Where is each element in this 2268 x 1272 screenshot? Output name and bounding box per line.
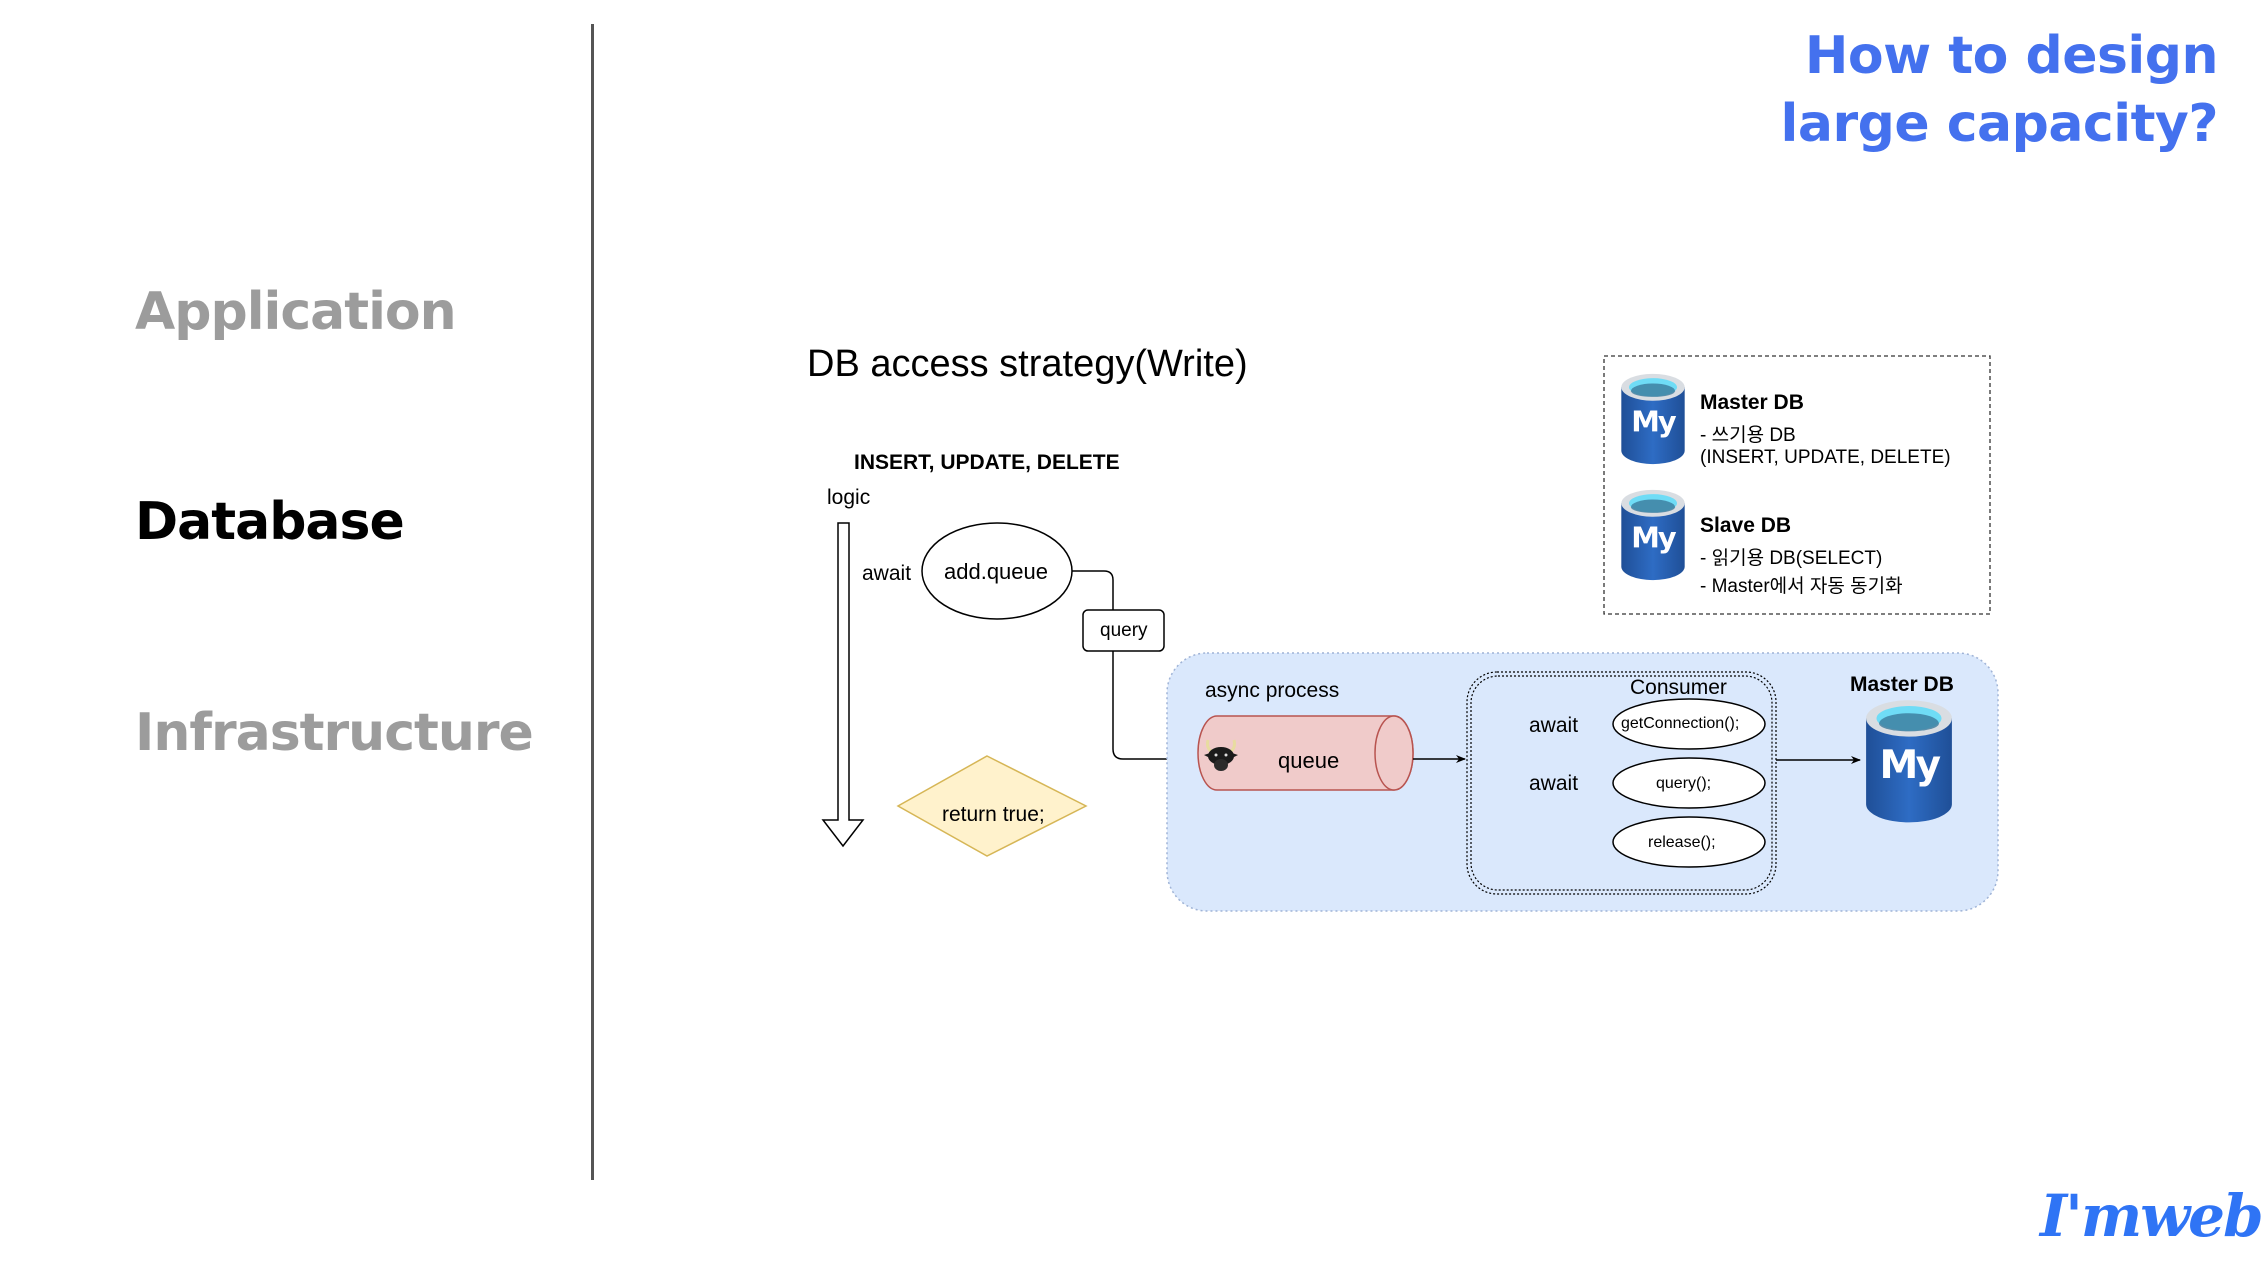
return-label: return true; xyxy=(942,803,1045,826)
mysql-icon xyxy=(1621,373,1685,465)
slide-title-line-2: large capacity? xyxy=(1780,94,2219,154)
logic-label: logic xyxy=(827,486,871,509)
mysql-icon xyxy=(1621,489,1685,581)
legend-box xyxy=(1603,355,1991,615)
query-connector xyxy=(1072,570,1198,763)
mysql-icon xyxy=(1866,700,1952,823)
slide-title: How to design large capacity? xyxy=(1780,22,2219,158)
target-db-label: Master DB xyxy=(1850,673,1954,696)
vertical-divider xyxy=(591,24,594,1180)
slide-title-line-1: How to design xyxy=(1804,26,2219,86)
get-connection-node xyxy=(1612,698,1766,750)
release-node xyxy=(1612,816,1766,868)
query-edge-label: query xyxy=(1100,620,1148,641)
query-edge-label-box xyxy=(1082,609,1165,652)
legend-slave-line-2: - Master에서 자동 동기화 xyxy=(1700,576,1903,597)
legend-slave-line-1: - 읽기용 DB(SELECT) xyxy=(1700,548,1883,569)
logic-flow-arrow xyxy=(821,522,865,848)
sidebar-item-infrastructure[interactable]: Infrastructure xyxy=(135,703,534,763)
operations-label: INSERT, UPDATE, DELETE xyxy=(854,451,1120,474)
legend-slave-title: Slave DB xyxy=(1700,514,1792,537)
release-label: release(); xyxy=(1648,834,1716,851)
consumer-await-1: await xyxy=(1529,714,1579,737)
add-queue-label: add.queue xyxy=(944,559,1048,584)
query-call-label: query(); xyxy=(1656,775,1712,792)
diagram-title: DB access strategy(Write) xyxy=(807,343,1248,385)
consumer-container xyxy=(1466,671,1777,895)
imweb-logo: I'mweb xyxy=(2040,1182,2264,1250)
return-node xyxy=(896,755,1088,857)
legend-master-line-1: - 쓰기용 DB xyxy=(1700,425,1796,446)
get-connection-label: getConnection(); xyxy=(1621,715,1740,732)
legend-master-title: Master DB xyxy=(1700,391,1804,414)
query-call-node xyxy=(1612,757,1766,809)
legend-master-line-2: (INSERT, UPDATE, DELETE) xyxy=(1700,447,1951,468)
queue-label: queue xyxy=(1278,748,1340,773)
async-process-label: async process xyxy=(1205,679,1340,702)
sidebar-item-application[interactable]: Application xyxy=(135,282,457,342)
await-label: await xyxy=(862,562,912,585)
sidebar-item-database[interactable]: Database xyxy=(135,492,405,552)
consumer-await-2: await xyxy=(1529,772,1579,795)
consumer-title: Consumer xyxy=(1630,676,1727,699)
bull-icon xyxy=(1204,739,1238,771)
